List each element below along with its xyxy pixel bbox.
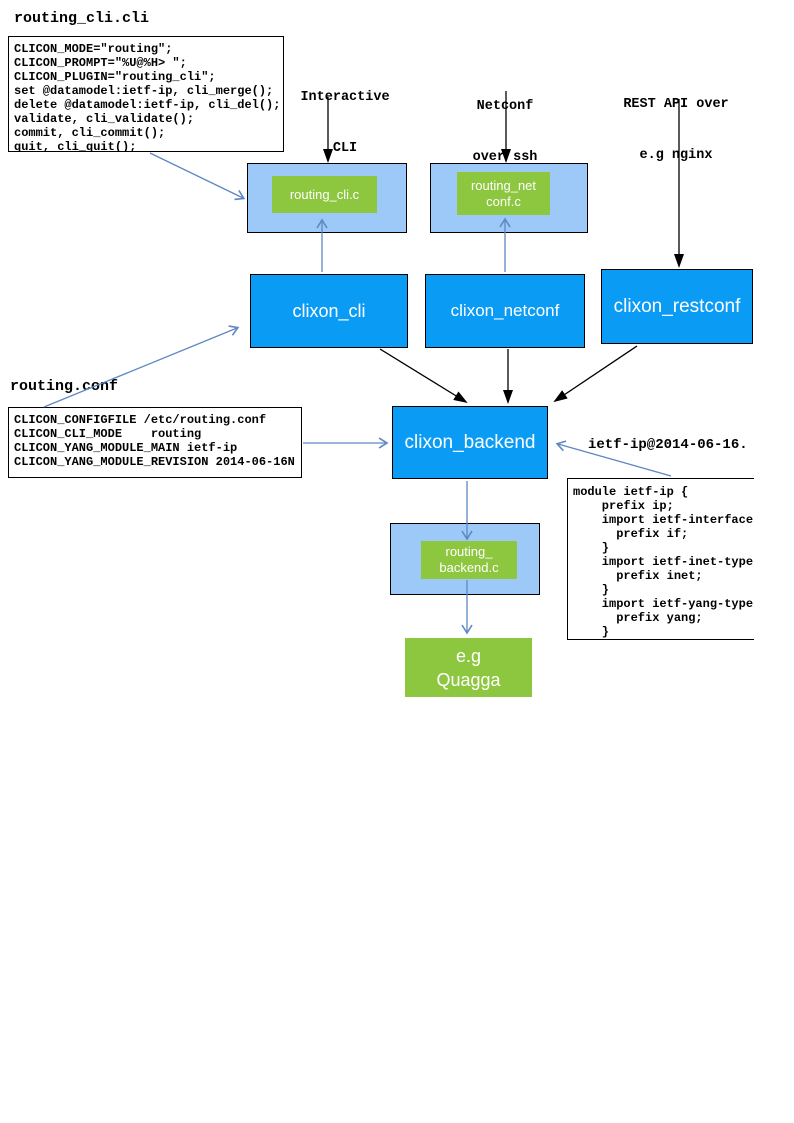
code-line: prefix yang; [573,611,703,625]
node-label: clixon_backend [404,431,536,453]
code-line: CLICON_CONFIGFILE /etc/routing.conf [14,413,267,427]
code-line: CLICON_PROMPT="%U@%H> "; [14,56,187,70]
code-line: import ietf-interface [573,513,754,527]
node-label-line: e.g [455,645,482,666]
code-line: } [573,541,610,555]
node-label-line: conf.c [486,193,521,209]
ietf-ip-yang-code-box: module ietf-ip { prefix ip; import ietf-… [567,478,754,640]
routing-netconf-c-node: routing_net conf.c [457,172,550,215]
code-line: import ietf-yang-type [573,597,754,611]
code-line: import ietf-inet-type [573,555,754,569]
clixon-restconf-node: clixon_restconf [601,269,753,344]
clixon-netconf-node: clixon_netconf [425,274,585,348]
code-line: commit, cli_commit(); [14,126,166,140]
code-line: delete @datamodel:ietf-ip, cli_del(); [14,98,281,112]
clixon-backend-node: clixon_backend [392,406,548,479]
node-label-line: routing_net [470,177,537,193]
label-line: Netconf [476,99,534,114]
code-line: } [573,625,610,639]
node-label: clixon_netconf [450,301,560,320]
code-line: } [573,583,610,597]
label-line: REST API over [623,97,729,112]
routing-conf-file-title: routing.conf [10,378,119,395]
node-label: clixon_cli [292,300,366,321]
code-line: prefix ip; [573,499,674,513]
code-line: CLICON_YANG_MODULE_MAIN ietf-ip [14,441,238,455]
node-label-line: backend.c [439,560,499,575]
node-label-line: Quagga [436,669,501,690]
routing-cli-code-box: CLICON_MODE="routing"; CLICON_PROMPT="%U… [8,36,284,152]
code-line: CLICON_MODE="routing"; [14,42,173,56]
label-line: Interactive [300,90,390,105]
code-line: prefix if; [573,527,689,541]
ietf-ip-yang-label: ietf-ip@2014-06-16. [588,437,748,453]
netconf-ssh-label: Netconf over ssh [445,64,565,200]
routing-conf-code-box: CLICON_CONFIGFILE /etc/routing.conf CLIC… [8,407,302,478]
code-line: module ietf-ip { [573,485,689,499]
code-line: validate, cli_validate(); [14,112,195,126]
arrow-routing-cli-file-to-plugin [149,152,246,201]
routing-cli-c-node: routing_cli.c [272,176,377,213]
quagga-node: e.g Quagga [405,638,532,697]
code-line: set @datamodel:ietf-ip, cli_merge(); [14,84,274,98]
node-label: routing_cli.c [289,186,360,202]
label-line: over ssh [472,150,538,165]
routing-cli-file-title: routing_cli.cli [14,10,150,27]
clixon-cli-node: clixon_cli [250,274,408,348]
rest-api-label: REST API over e.g nginx [611,62,741,198]
routing-backend-c-node: routing_ backend.c [421,541,517,579]
node-label: clixon_restconf [613,295,741,317]
arrow-clixon-cli-to-backend [379,348,468,404]
arrow-clixon-restconf-to-backend [553,345,638,403]
code-line: CLICON_CLI_MODE routing [14,427,202,441]
code-line: CLICON_PLUGIN="routing_cli"; [14,70,216,84]
interactive-cli-label: Interactive CLI [285,55,405,191]
arrow-routing-conf-to-clixon-cli [43,325,240,408]
label-line: e.g nginx [639,148,713,163]
node-label-line: routing_ [445,544,493,559]
code-line: prefix inet; [573,569,703,583]
code-line: quit, cli_quit(); [14,140,137,152]
label-line: CLI [332,141,358,156]
code-line: CLICON_YANG_MODULE_REVISION 2014-06-16N [14,455,295,469]
